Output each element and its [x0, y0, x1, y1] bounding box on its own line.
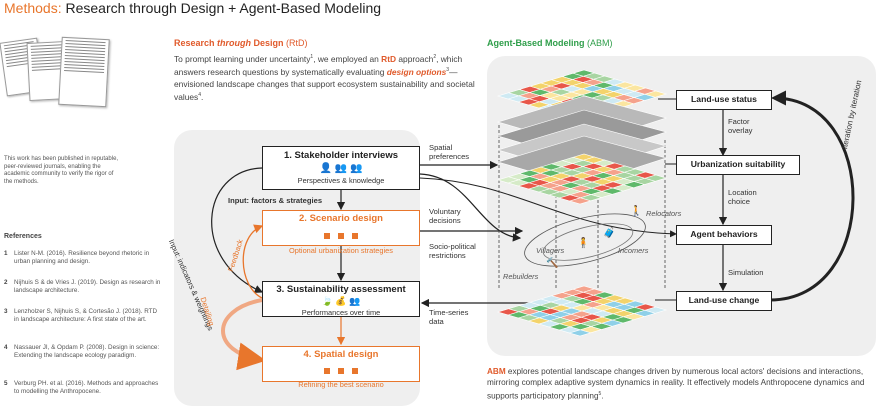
rebuilder-person-icon: 🔨	[546, 258, 559, 269]
people-icon: 👤 👥 👥	[319, 163, 363, 174]
villager-person-icon: 🧍	[577, 238, 590, 249]
rtd-heading: Research through Design (RtD)	[174, 38, 308, 48]
arrow-socio-political	[419, 173, 522, 242]
step-spatial-design: 4. Spatial design Refining the best scen…	[262, 346, 420, 389]
abm-heading: Agent-Based Modeling (ABM)	[487, 38, 613, 48]
arrow-input-indicators	[211, 167, 264, 293]
box-urbanization-suitability: Urbanization suitability	[676, 155, 800, 175]
agent-villagers: Villagers	[536, 246, 565, 255]
agent-orbit	[542, 223, 634, 261]
grid-cell	[643, 174, 668, 182]
suitability-grid	[496, 153, 668, 205]
incomer-person-icon: 🧳	[603, 228, 616, 239]
arrow-feedback	[242, 224, 264, 299]
input-factors-label: Input: factors & strategies	[228, 196, 323, 205]
title-rest: Research through Design + Agent-Based Mo…	[61, 0, 382, 16]
box-agent-behaviors: Agent behaviors	[676, 225, 772, 245]
rtd-intro: To prompt learning under uncertainty1, w…	[174, 53, 475, 103]
box-landuse-status: Land-use status	[676, 90, 772, 110]
simulation-label: Simulation	[728, 268, 764, 277]
step-scenario-design: 2. Scenario design Optional urbanization…	[262, 210, 420, 255]
box-landuse-change: Land-use change	[676, 291, 772, 311]
arrow-detailing	[221, 298, 266, 371]
leaf-money-people-icon: 🍃 💰 👥	[321, 296, 361, 306]
grid-cell	[643, 90, 668, 98]
abm-description: ABM explores potential landscape changes…	[487, 367, 865, 401]
scenario-grid-icon	[263, 226, 419, 244]
agent-orbit	[524, 213, 646, 267]
agent-relocators: Relocators	[646, 209, 682, 218]
publication-caption: This work has been published in reputabl…	[4, 156, 119, 185]
arrow-iteration	[769, 90, 855, 302]
references-heading: References	[4, 233, 42, 240]
grid-cell	[643, 306, 668, 314]
landuse-change-grid	[496, 285, 668, 337]
arrow-stakeholders-to-agents	[419, 177, 677, 238]
title-accent: Methods:	[4, 0, 62, 16]
relocator-person-icon: 🚶	[630, 206, 643, 217]
step-sustainability-assessment: 3. Sustainability assessment 🍃 💰 👥 Perfo…	[262, 281, 420, 317]
agent-rebuilders: Rebuilders	[503, 272, 539, 281]
step-stakeholder-interviews: 1. Stakeholder interviews 👤 👥 👥 Perspect…	[262, 146, 420, 190]
spatial-grid-icon	[263, 361, 419, 379]
page-title: Methods: Research through Design + Agent…	[4, 0, 381, 16]
agent-incomers: Incomers	[618, 246, 649, 255]
